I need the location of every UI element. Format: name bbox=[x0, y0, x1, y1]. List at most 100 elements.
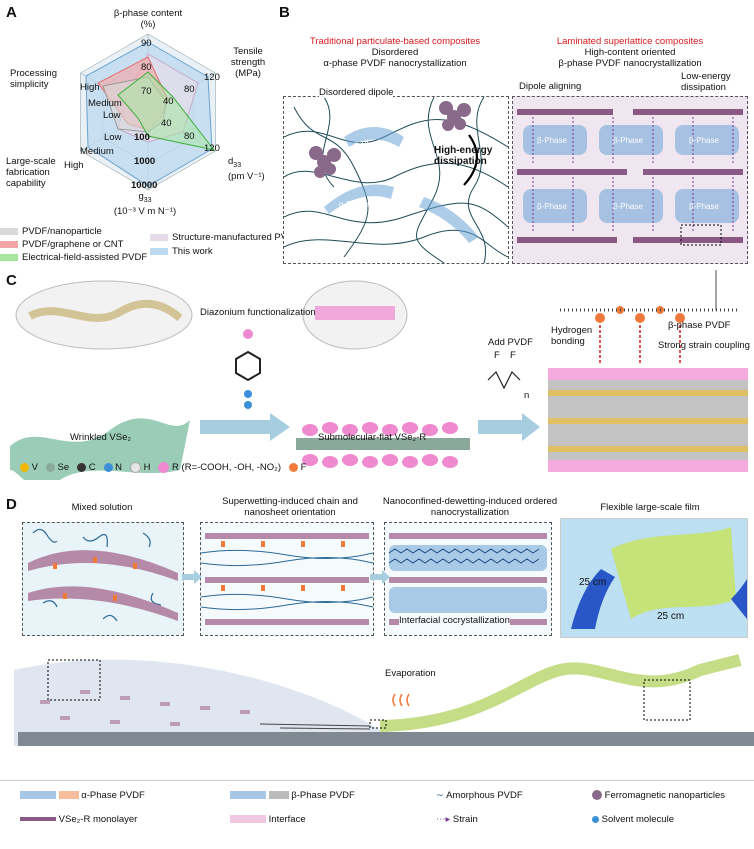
tick-beta-90: 90 bbox=[141, 38, 152, 49]
add-pvdf-label: Add PVDF bbox=[488, 337, 533, 348]
axis-label-tensile: Tensile strength(MPa) bbox=[230, 46, 266, 79]
bottom-legend: α-Phase PVDF β-Phase PVDF ∼ Amorphous PV… bbox=[20, 790, 740, 840]
atom-f: F bbox=[288, 462, 306, 473]
tick-beta-80: 80 bbox=[141, 62, 152, 73]
interfacial-label: Interfacial cocrystallization bbox=[399, 615, 510, 626]
flat-sheet bbox=[296, 438, 470, 450]
disordered-dipole-label: Disordered dipole bbox=[319, 87, 394, 98]
tick-d33-120: 120 bbox=[204, 143, 220, 154]
superwetting-title: Superwetting-induced chain and nanosheet… bbox=[222, 496, 358, 518]
wrinkled-label: Wrinkled VSe₂ bbox=[70, 432, 132, 443]
tick-fab-low: Low bbox=[104, 132, 122, 143]
tick-tensile-80: 80 bbox=[184, 84, 195, 95]
legend-item-structure: Structure-manufactured PVDF bbox=[150, 232, 300, 243]
tick-proc-high: High bbox=[80, 82, 100, 93]
axis-label-beta: β-phase content(%) bbox=[113, 8, 183, 30]
alpha-phase-tag-2: α-Phase bbox=[339, 200, 369, 209]
beta-phase-tag-5: β-Phase bbox=[613, 202, 643, 211]
axis-label-g33: g33 (10⁻³ V m N⁻¹) bbox=[113, 191, 177, 217]
beta-phase-tag-6: β-Phase bbox=[689, 202, 719, 211]
strain-coupling-label: Strong strain coupling bbox=[658, 340, 750, 351]
atom-se: Se bbox=[45, 462, 69, 473]
atom-n: N bbox=[103, 462, 122, 473]
tick-g33-1000: 1000 bbox=[134, 156, 156, 167]
legend-ferro: Ferromagnetic nanoparticles bbox=[592, 790, 725, 801]
tick-tensile-120: 120 bbox=[204, 72, 220, 83]
legend-interface: Interface bbox=[230, 814, 306, 825]
superwetting-box bbox=[200, 522, 374, 636]
disordered-chains bbox=[283, 96, 509, 264]
panel-b-right-title: Laminated superlattice composites High-c… bbox=[556, 36, 704, 69]
beta-phase-tag-3: β-Phase bbox=[689, 136, 719, 145]
submolecular-label: Submolecular-flat VSe₂-R bbox=[318, 432, 427, 443]
formula-f2: F bbox=[510, 350, 516, 361]
alpha-phase-tag-1: α-Phase bbox=[354, 140, 384, 149]
tick-tensile-40: 40 bbox=[163, 96, 174, 107]
panel-b-letter: B bbox=[279, 4, 290, 21]
atom-h: H bbox=[129, 462, 150, 473]
wrinkled-sheet bbox=[10, 418, 190, 480]
legend-vse2: VSe₂-R monolayer bbox=[20, 814, 137, 825]
cm-label-1: 25 cm bbox=[579, 577, 607, 588]
legend-strain: ⋯▸ Strain bbox=[436, 814, 478, 825]
legend-alpha-pvdf: α-Phase PVDF bbox=[20, 790, 145, 801]
laminated-structure bbox=[517, 109, 743, 246]
legend-solvent: Solvent molecule bbox=[592, 814, 674, 825]
panel-a-letter: A bbox=[6, 4, 17, 21]
legend-amorphous-pvdf: ∼ Amorphous PVDF bbox=[436, 790, 523, 801]
laminated-box: Dipole aligning Low-energy dissipation β… bbox=[512, 71, 748, 264]
diazonium-label: Diazonium functionalization bbox=[200, 307, 316, 318]
panel-c-graphics bbox=[10, 270, 748, 480]
flexible-film-title: Flexible large-scale film bbox=[600, 502, 700, 513]
beta-phase-tag-1: β-Phase bbox=[537, 136, 567, 145]
dipole-aligning-label: Dipole aligning bbox=[519, 81, 582, 92]
arrow-1 bbox=[200, 420, 270, 434]
axis-label-proc: Processing simplicity bbox=[10, 68, 57, 90]
atom-r: R (R=-COOH, -OH, -NO₂) bbox=[158, 462, 281, 473]
d-arrow-2 bbox=[370, 570, 390, 584]
beta-pvdf-label: β-phase PVDF bbox=[668, 320, 731, 331]
legend-divider bbox=[0, 780, 754, 781]
substrate bbox=[18, 732, 754, 746]
tick-g33-10000: 10000 bbox=[131, 180, 158, 191]
radar-chart bbox=[80, 33, 216, 191]
process-illustration bbox=[14, 654, 754, 746]
nanoconfined-box: Interfacial cocrystallization bbox=[384, 522, 552, 636]
low-energy-label: Low-energy dissipation bbox=[681, 71, 731, 93]
legend-item-efield: Electrical-field-assisted PVDF bbox=[0, 252, 150, 263]
cm-label-2: 25 cm bbox=[657, 611, 685, 622]
axis-label-d33: d33 (pm V⁻¹) bbox=[228, 156, 265, 182]
flexible-film-photo: 25 cm 25 cm bbox=[560, 518, 748, 638]
atom-v: V bbox=[20, 462, 38, 473]
series-efield bbox=[117, 71, 216, 151]
mixed-solution-box bbox=[22, 522, 184, 636]
evaporation-label: Evaporation bbox=[385, 668, 436, 679]
mixed-solution-title: Mixed solution bbox=[71, 502, 133, 513]
beta-phase-tag-4: β-Phase bbox=[537, 202, 567, 211]
tick-proc-medium: Medium bbox=[88, 98, 122, 109]
atom-c: C bbox=[77, 462, 96, 473]
legend-beta-pvdf: β-Phase PVDF bbox=[230, 790, 355, 801]
atom-legend: V Se C N H R (R=-COOH, -OH, -NO₂) F bbox=[20, 462, 500, 473]
axis-label-fab: Large-scale fabrication capability bbox=[6, 156, 56, 189]
composite-stack bbox=[548, 368, 748, 472]
formula-f1: F bbox=[494, 350, 500, 361]
panel-b-left-title: Traditional particulate-based composites… bbox=[309, 36, 481, 69]
tick-d33-40: 40 bbox=[161, 118, 172, 129]
legend-item-nanoparticle: PVDF/nanoparticle bbox=[0, 226, 150, 237]
high-energy-label: High-energy dissipation bbox=[434, 145, 493, 167]
disordered-box: Disordered dipole High-energy dissipatio… bbox=[283, 87, 509, 264]
legend-item-this-work: This work bbox=[150, 246, 300, 257]
beta-phase-tag-2: β-Phase bbox=[613, 136, 643, 145]
formula-n: n bbox=[524, 390, 530, 401]
tick-fab-medium: Medium bbox=[80, 146, 114, 157]
nanoconfined-title: Nanoconfined-dewetting-induced ordered n… bbox=[382, 496, 558, 518]
tick-proc-low: Low bbox=[103, 110, 121, 121]
tick-beta-70: 70 bbox=[141, 86, 152, 97]
tick-g33-100: 100 bbox=[134, 132, 150, 143]
panel-d-letter: D bbox=[6, 496, 17, 513]
tick-d33-80: 80 bbox=[184, 131, 195, 142]
tick-fab-high: High bbox=[64, 160, 84, 171]
arrow-2 bbox=[478, 420, 522, 434]
d-arrow-1 bbox=[182, 570, 202, 584]
